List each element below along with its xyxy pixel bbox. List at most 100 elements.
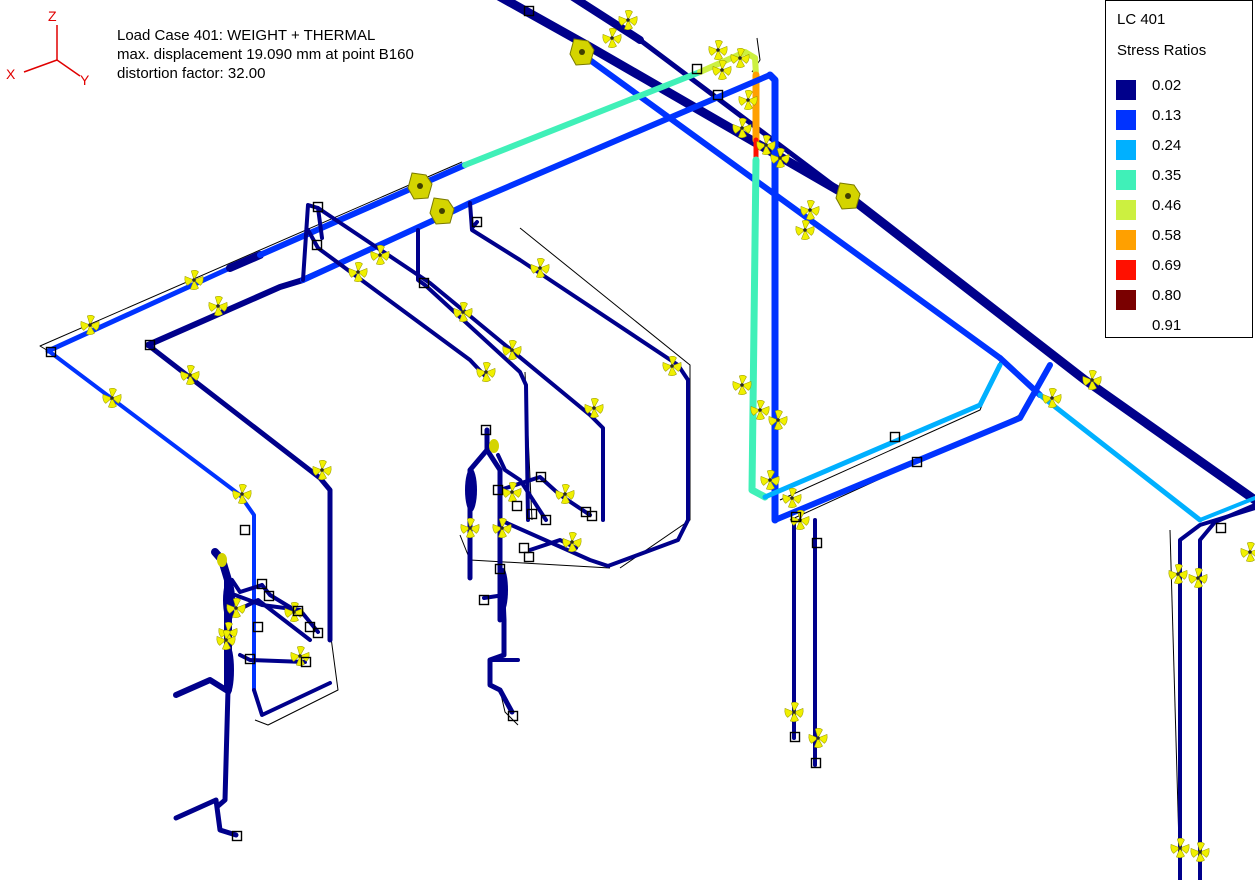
node-marker[interactable] [478,594,490,606]
undeformed-line [254,629,339,726]
pipe-segment [230,578,264,594]
pipe-segment [173,797,239,838]
node-marker[interactable] [494,563,506,575]
node-marker[interactable] [231,830,243,842]
legend-swatch [1116,260,1136,280]
support-icon [730,48,750,68]
axis-x-label: X [6,66,16,82]
pipe-segment [316,206,605,522]
pipe-segment [416,228,530,522]
legend-row: 0.02 [1116,77,1246,110]
legend-subtitle: Stress Ratios [1117,42,1207,59]
node-marker[interactable] [239,524,251,536]
support-icon [232,484,252,504]
node-marker[interactable] [523,5,535,17]
node-marker[interactable] [252,621,264,633]
node-marker[interactable] [480,424,492,436]
valve-body [498,568,508,612]
support-icon [102,388,122,408]
node-marker[interactable] [144,339,156,351]
axis-z-label: Z [48,8,57,24]
node-marker[interactable] [256,578,268,590]
pipe-segment [226,251,264,272]
pipe-segment [1198,496,1255,522]
support-icon [784,702,804,722]
node-marker[interactable] [911,456,923,468]
anchor-icon [407,172,433,200]
support-icon [312,460,332,480]
node-marker[interactable] [889,431,901,443]
node-marker[interactable] [810,757,822,769]
support-icon [782,488,802,508]
pipe-network [45,0,1255,880]
legend-value: 0.35 [1152,167,1182,184]
support-icon [492,518,512,538]
support-icon [808,728,828,748]
support-icon [584,398,604,418]
node-marker[interactable] [244,653,256,665]
node-marker[interactable] [304,621,316,633]
node-marker[interactable] [691,63,703,75]
valve-body [465,468,477,512]
support-icon [756,135,776,155]
pipe-segment [238,653,307,664]
node-marker[interactable] [586,510,598,522]
valve-body [217,553,227,567]
anchor-icon [569,38,595,66]
legend-value: 0.91 [1152,317,1182,334]
node-marker[interactable] [311,239,323,251]
node-marker[interactable] [312,627,324,639]
support-icon [530,258,550,278]
support-icon [732,375,752,395]
node-marker[interactable] [518,542,530,554]
valve-body [224,645,234,695]
node-marker[interactable] [45,346,57,358]
node-marker[interactable] [811,537,823,549]
axis-triad: Z X Y [6,8,90,88]
node-marker[interactable] [712,89,724,101]
pipe-segment [468,201,690,568]
pipe-segment [484,447,503,623]
legend-value: 0.24 [1152,137,1182,154]
legend-swatch [1116,140,1136,160]
node-marker[interactable] [511,500,523,512]
node-marker[interactable] [263,590,275,602]
undeformed-line [779,361,1001,501]
support-icon [562,532,582,552]
anchors [407,38,861,225]
node-marker[interactable] [526,508,538,520]
legend-swatch [1116,170,1136,190]
node-marker[interactable] [1215,522,1227,534]
node-marker[interactable] [300,656,312,668]
support-icon [760,470,780,490]
node-marker[interactable] [507,710,519,722]
node-marker[interactable] [492,484,504,496]
support-icon [618,10,638,30]
support-icon [216,630,236,650]
legend-value: 0.80 [1152,287,1182,304]
support-icon [460,518,480,538]
pipe-segment [766,71,779,524]
pipe-segment [252,681,332,717]
legend-value: 0.02 [1152,77,1182,94]
pipe-segment [570,0,644,44]
node-marker[interactable] [789,731,801,743]
legend-row: 0.69 [1116,257,1246,290]
node-marker[interactable] [471,216,483,228]
node-marker[interactable] [418,277,430,289]
support-icon [1082,370,1102,390]
pipe-segment [145,277,306,348]
support-icon [208,296,228,316]
load-case-info: Load Case 401: WEIGHT + THERMAL max. dis… [117,26,414,83]
node-marker[interactable] [312,201,324,213]
node-marker[interactable] [790,511,802,523]
node-marker[interactable] [535,471,547,483]
legend-swatch [1116,110,1136,130]
pipe-segment [1178,506,1255,880]
pipe-segment [748,156,769,501]
node-marker[interactable] [523,551,535,563]
node-marker[interactable] [292,605,304,617]
node-marker[interactable] [540,514,552,526]
